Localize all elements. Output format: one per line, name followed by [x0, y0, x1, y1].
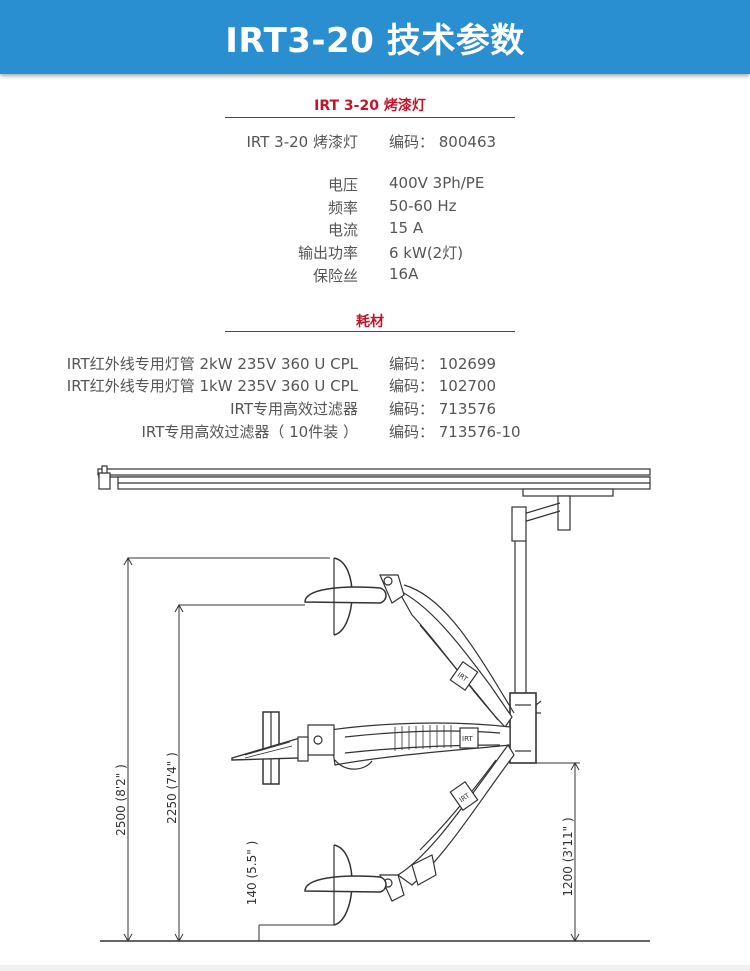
spec-value: 50-60 Hz [389, 197, 457, 215]
header-banner: IRT3-20 技术参数 [0, 0, 750, 74]
spec-label: 电流 [327, 221, 358, 239]
trolley-bracket [511, 488, 614, 542]
top-lamp-head [304, 557, 387, 636]
spec-label: 输出功率 [297, 244, 358, 262]
consumable-label: IRT专用高效过滤器（ 10件装 ） [141, 423, 358, 441]
arm-logo-middle: IRT [462, 735, 473, 743]
spec-value: 400V 3Ph/PE [389, 174, 485, 192]
product-section-title: IRT 3-20 烤漆灯 [314, 98, 426, 114]
consumable-row: IRT红外线专用灯管 1kW 235V 360 U CPL 编码： 102700 [0, 375, 750, 397]
spec-label: 频率 [327, 199, 358, 217]
spec-value: 6 kW(2灯) [389, 244, 464, 262]
middle-arm: IRT [307, 722, 511, 770]
spec-row-voltage: 电压 400V 3Ph/PE [0, 174, 750, 196]
dimension-drawing: IRT IRT [0, 455, 750, 971]
bottom-band [0, 965, 750, 971]
dimension-140: 140 (5.5" ) [245, 841, 259, 906]
dimension-1200: 1200 (3'11" ) [561, 817, 575, 896]
spec-value: 15 A [389, 219, 424, 237]
spec-row-current: 电流 15 A [0, 219, 750, 241]
spec-value: 16A [389, 265, 419, 283]
lamp-drawing-svg: IRT IRT [97, 465, 651, 943]
middle-lamp-head [231, 711, 309, 785]
lower-arm: IRT [379, 743, 515, 902]
bottom-lamp-head [304, 844, 387, 926]
consumable-code: 编码： 102699 [389, 355, 497, 373]
spec-row-frequency: 频率 50-60 Hz [0, 197, 750, 219]
upper-arm: IRT [379, 574, 515, 728]
page-title: IRT3-20 技术参数 [225, 20, 525, 61]
consumable-row: IRT专用高效过滤器（ 10件装 ） 编码： 713576-10 [0, 421, 750, 443]
consumables-section-title: 耗材 [356, 314, 384, 330]
dimension-lines [123, 556, 580, 943]
product-section-rule [225, 117, 515, 118]
consumable-label: IRT红外线专用灯管 2kW 235V 360 U CPL [66, 355, 358, 373]
consumable-code: 编码： 102700 [389, 377, 497, 395]
ceiling-rail [97, 465, 651, 490]
product-name-label: IRT 3-20 烤漆灯 [246, 133, 359, 151]
spec-row-fuse: 保险丝 16A [0, 265, 750, 287]
product-code: 编码： 800463 [389, 133, 497, 151]
consumable-label: IRT红外线专用灯管 1kW 235V 360 U CPL [66, 377, 358, 395]
consumable-row: IRT专用高效过滤器 编码： 713576 [0, 398, 750, 420]
consumable-code: 编码： 713576 [389, 400, 497, 418]
spec-label: 保险丝 [312, 267, 358, 285]
consumable-row: IRT红外线专用灯管 2kW 235V 360 U CPL 编码： 102699 [0, 353, 750, 375]
vertical-mast [509, 541, 542, 764]
spec-label: 电压 [327, 176, 358, 194]
product-name-row: IRT 3-20 烤漆灯 编码： 800463 [0, 131, 750, 153]
dimension-2500: 2500 (8'2" ) [114, 764, 128, 836]
consumable-label: IRT专用高效过滤器 [230, 400, 358, 418]
spec-row-power: 输出功率 6 kW(2灯) [0, 242, 750, 264]
dimension-2250: 2250 (7'4" ) [165, 752, 179, 824]
consumable-code: 编码： 713576-10 [389, 423, 521, 441]
consumables-section-rule [225, 331, 515, 332]
